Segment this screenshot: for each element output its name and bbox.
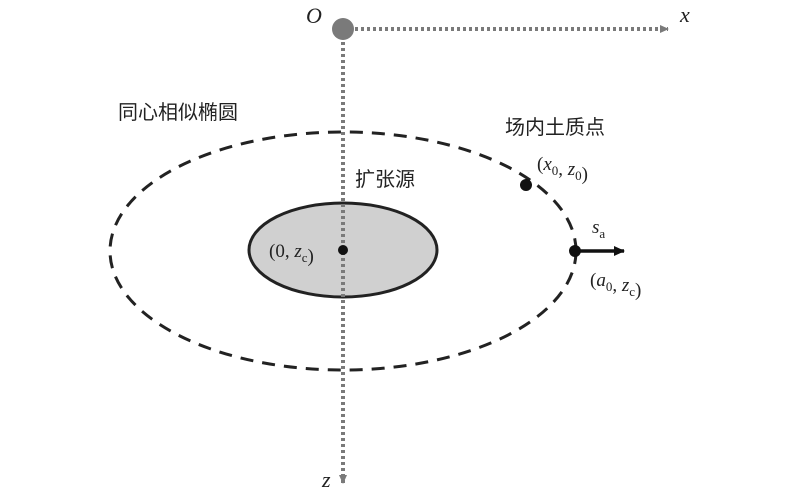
outer-ellipse-label: 同心相似椭圆: [118, 100, 238, 124]
origin-label: O: [306, 3, 322, 28]
x-axis-label: x: [679, 2, 690, 27]
boundary-point-coord-label: (a0, zc): [590, 270, 641, 301]
expansion-source-label: 扩张源: [355, 167, 415, 191]
field-point-coord-label: (x0, z0): [537, 154, 588, 185]
center-point: [338, 245, 348, 255]
z-axis-label: z: [321, 467, 331, 492]
field-point: [520, 179, 532, 191]
center-coord-label: (0, zc): [269, 241, 314, 267]
origin-point: [332, 18, 354, 40]
boundary-point: [569, 245, 581, 257]
displacement-label: sa: [592, 217, 605, 241]
field-point-label: 场内土质点: [505, 115, 605, 139]
